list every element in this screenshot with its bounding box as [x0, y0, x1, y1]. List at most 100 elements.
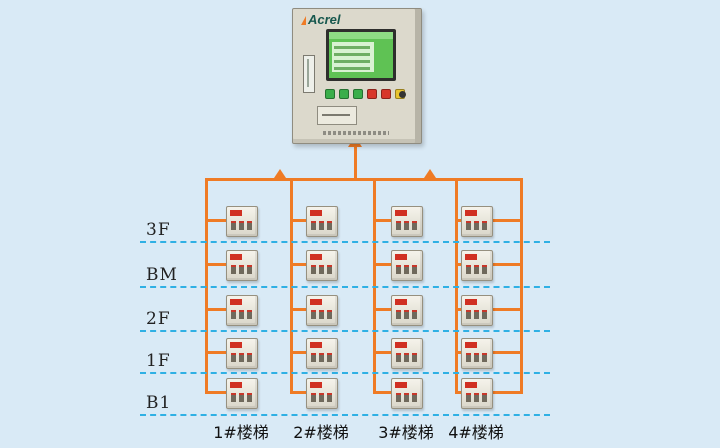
- device-label-tag: [230, 254, 242, 260]
- branch-wire: [455, 391, 461, 394]
- device-buttons-icon: [231, 393, 252, 402]
- branch-wire: [290, 219, 306, 222]
- distribution-device: [461, 338, 493, 369]
- device-label-tag: [230, 342, 242, 348]
- branch-wire: [373, 391, 391, 394]
- device-label-tag: [465, 210, 477, 216]
- distribution-device: [461, 250, 493, 281]
- device-label-tag: [310, 254, 322, 260]
- device-label-tag: [230, 210, 242, 216]
- level-gauge: [303, 55, 315, 93]
- branch-wire: [290, 263, 306, 266]
- branch-wire: [290, 351, 306, 354]
- branch-wire: [373, 351, 391, 354]
- device-label-tag: [395, 382, 407, 388]
- distribution-device: [306, 338, 338, 369]
- device-buttons-icon: [311, 353, 332, 362]
- distribution-device: [461, 378, 493, 409]
- distribution-device: [306, 378, 338, 409]
- branch-wire: [491, 263, 523, 266]
- red-indicator-button: [381, 89, 391, 99]
- distribution-device: [306, 250, 338, 281]
- staircase-label-1: 1#楼梯: [213, 423, 269, 442]
- device-label-tag: [465, 254, 477, 260]
- device-buttons-icon: [311, 265, 332, 274]
- floor-divider-2f: [140, 330, 550, 332]
- floor-divider-3f: [140, 241, 550, 243]
- branch-wire: [205, 263, 226, 266]
- device-buttons-icon: [231, 310, 252, 319]
- branch-wire: [205, 391, 226, 394]
- branch-wire: [205, 351, 226, 354]
- branch-wire: [373, 308, 391, 311]
- floor-label-bm: BM: [146, 265, 178, 285]
- device-buttons-icon: [466, 310, 487, 319]
- distribution-device: [226, 295, 258, 326]
- green-indicator-button: [353, 89, 363, 99]
- device-buttons-icon: [466, 265, 487, 274]
- floor-divider-bm: [140, 286, 550, 288]
- distribution-device: [391, 250, 423, 281]
- distribution-device: [226, 338, 258, 369]
- distribution-device: [391, 206, 423, 237]
- panel-footer-text-illegible: [323, 131, 389, 135]
- device-label-tag: [310, 382, 322, 388]
- device-buttons-icon: [396, 265, 417, 274]
- device-label-tag: [310, 299, 322, 305]
- distribution-device: [226, 206, 258, 237]
- floor-label-b1: B1: [146, 393, 172, 413]
- branch-wire: [373, 219, 391, 222]
- staircase-label-3: 3#楼梯: [378, 423, 434, 442]
- branch-wire: [455, 351, 461, 354]
- red-indicator-button: [367, 89, 377, 99]
- keyhole-icon: [399, 91, 406, 98]
- distribution-device: [391, 378, 423, 409]
- distribution-device: [226, 378, 258, 409]
- staircase-label-4: 4#楼梯: [448, 423, 504, 442]
- device-label-tag: [395, 254, 407, 260]
- indicator-button-row: [325, 89, 405, 99]
- device-buttons-icon: [231, 353, 252, 362]
- screen-header-bar: [329, 32, 393, 39]
- device-buttons-icon: [396, 393, 417, 402]
- branch-wire: [205, 219, 226, 222]
- branch-wire: [455, 263, 461, 266]
- device-label-tag: [230, 382, 242, 388]
- trunk-bus-wire: [205, 178, 523, 181]
- device-buttons-icon: [466, 221, 487, 230]
- distribution-device: [226, 250, 258, 281]
- device-buttons-icon: [466, 353, 487, 362]
- device-label-tag: [395, 299, 407, 305]
- device-buttons-icon: [231, 265, 252, 274]
- device-label-tag: [465, 342, 477, 348]
- floor-divider-1f: [140, 372, 550, 374]
- green-indicator-button: [339, 89, 349, 99]
- control-panel-cabinet: Acrel: [292, 8, 422, 144]
- device-buttons-icon: [311, 221, 332, 230]
- device-label-tag: [465, 299, 477, 305]
- device-label-tag: [230, 299, 242, 305]
- floor-label-1f: 1F: [146, 351, 171, 371]
- branch-wire: [491, 219, 523, 222]
- branch-wire: [491, 391, 523, 394]
- distribution-device: [461, 206, 493, 237]
- device-buttons-icon: [311, 393, 332, 402]
- branch-wire: [290, 391, 306, 394]
- brand-mark-icon: [301, 16, 306, 25]
- device-label-tag: [465, 382, 477, 388]
- lcd-screen-display: [329, 32, 393, 78]
- device-label-tag: [310, 342, 322, 348]
- device-label-tag: [395, 342, 407, 348]
- device-buttons-icon: [396, 353, 417, 362]
- printer-slot: [317, 106, 357, 125]
- device-label-tag: [310, 210, 322, 216]
- branch-wire: [205, 308, 226, 311]
- branch-wire: [290, 308, 306, 311]
- branch-wire: [455, 308, 461, 311]
- floor-label-2f: 2F: [146, 309, 171, 329]
- lcd-screen: [326, 29, 396, 81]
- distribution-device: [306, 295, 338, 326]
- branch-wire: [455, 219, 461, 222]
- device-buttons-icon: [466, 393, 487, 402]
